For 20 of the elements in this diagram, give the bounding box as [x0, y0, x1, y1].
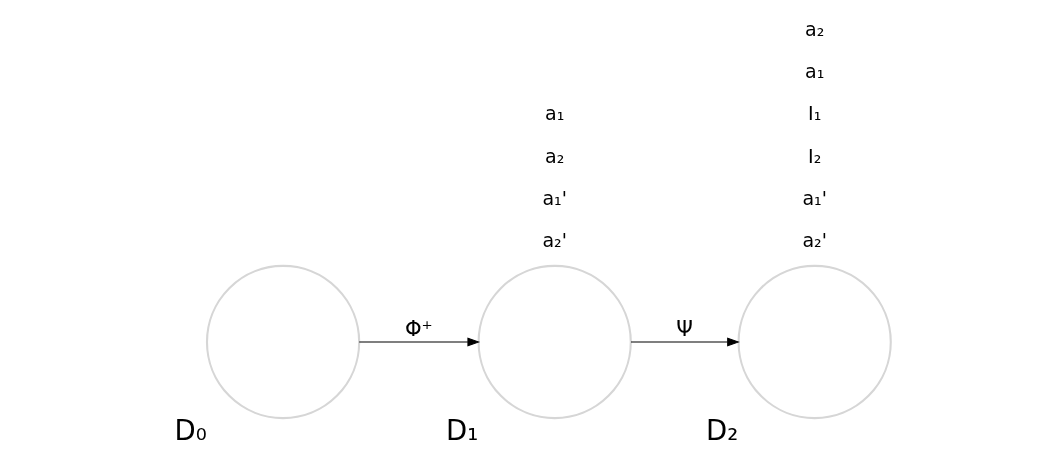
- label: I₁: [807, 102, 821, 125]
- node-label: D₂: [705, 415, 738, 447]
- edge-label: Φ⁺: [404, 315, 433, 341]
- label: a₁: [544, 102, 564, 125]
- label: a₁': [541, 187, 567, 210]
- label: a₁: [804, 60, 824, 83]
- label: a₁': [801, 187, 827, 210]
- edge-label: Ψ: [675, 315, 693, 341]
- label: a₂: [804, 17, 824, 40]
- label: a₂': [541, 229, 567, 252]
- node-label: D₀: [174, 415, 207, 447]
- arrow: [358, 337, 480, 347]
- label: a₂: [544, 144, 564, 167]
- node-label: D₁: [445, 415, 478, 447]
- label: a₂': [801, 229, 827, 252]
- node-circle: [205, 264, 360, 420]
- label: I₂: [807, 144, 821, 167]
- node-circle: [477, 264, 632, 420]
- arrow: [630, 337, 740, 347]
- node-circle: [737, 264, 892, 420]
